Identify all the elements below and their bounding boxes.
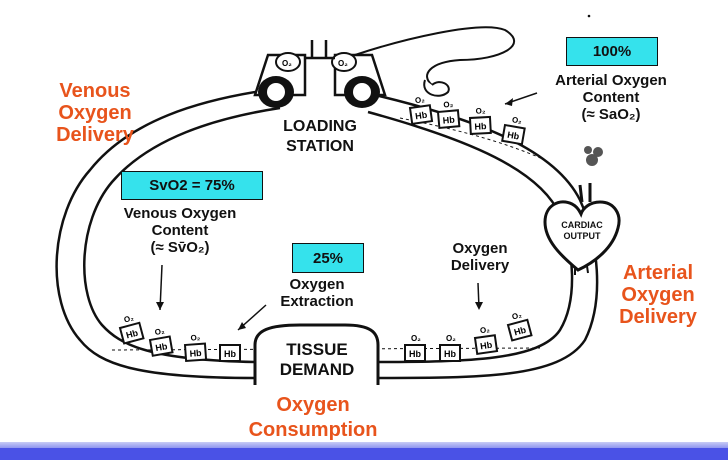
hb-cell-box [436,109,461,130]
o2-molecule-label: O₂ [511,115,523,126]
o2-molecule-label: O₂ [443,100,454,110]
hb-cell-label: Hb [442,115,455,126]
hb-cell-box [506,318,533,342]
hb-cell-label: Hb [224,349,236,359]
o2-molecule-label: O₂ [190,333,201,343]
oximeter-cable [354,26,516,86]
hb-cell-box [183,342,208,363]
arrow-extraction-head [238,322,246,330]
footer-bar [0,448,728,460]
hb-cell: Hb O₂ [473,325,499,355]
hb-cell: Hb [219,344,241,362]
arrow-venous-head [156,302,164,310]
extraction-value-box: 25% [292,243,364,273]
hb-cell-box [439,344,461,362]
hb-cell-label: Hb [444,349,456,359]
hb-cell-label: Hb [415,110,429,122]
hb-cell-box [219,344,241,362]
tank-label-right: O₂ [338,59,348,68]
hb-cell-label: Hb [125,328,140,341]
tank-pipe [305,40,335,60]
hb-cell: Hb O₂ [148,326,174,357]
hb-cell: Hb O₂ [183,333,208,363]
o2-molecule-label: O₂ [446,334,456,343]
o2-molecule-label: O₂ [479,325,490,335]
o2-molecule-label: O₂ [414,95,425,105]
hb-cell: Hb O₂ [468,106,492,136]
oxygen-tank-left [253,52,307,108]
hb-cell-label: Hb [513,325,528,338]
heart-drip-right [586,265,589,274]
o2-molecule-label: O₂ [154,326,166,337]
tank-label-left: O₂ [282,59,292,68]
hb-cell-box [408,104,434,125]
hb-cell-label: Hb [409,349,421,359]
oxygen-tank-right [331,52,387,108]
hb-cell-box [148,335,174,357]
cardiac-output-heart [543,200,621,272]
steam-puff-3 [584,146,592,154]
arrow-arterial-head [505,98,513,106]
arrow-delivery-head [475,302,483,310]
hb-cell-label: Hb [155,341,169,353]
track-dashes-bottom [111,347,541,351]
hb-cell-box [501,123,526,146]
dot-marker [587,14,591,18]
hb-cell: Hb O₂ [118,313,145,345]
svo2-value-box: SvO2 = 75% [121,171,263,200]
hb-cell: Hb O₂ [506,310,533,342]
footer-bar-light [0,442,728,448]
track-dashes-top [399,117,546,161]
o2-molecule-label: O₂ [123,313,135,324]
hb-cell: Hb O₂ [408,95,434,125]
hb-cell-label: Hb [507,130,521,142]
steam-puff-1 [586,154,598,166]
hb-cell-box [473,334,499,355]
o2-molecule-label: O₂ [475,106,486,116]
hb-cell-label: Hb [480,340,494,352]
o2-molecule-label: O₂ [511,310,523,321]
hb-cell-box [468,115,492,136]
heart-vessel [578,183,592,203]
hb-cell: Hb O₂ [404,334,426,362]
steam-puff-2 [593,147,603,157]
hb-cell: Hb O₂ [439,334,461,362]
oximeter-probe [423,79,450,97]
hb-cell: Hb O₂ [501,115,526,146]
hb-cell-box [404,344,426,362]
hb-cell-box [118,321,145,345]
tissue-demand-box [253,323,380,385]
sao2-value-box: 100% [566,37,658,66]
hb-cell-label: Hb [189,348,202,359]
hb-cell: Hb O₂ [436,100,461,130]
o2-molecule-label: O₂ [411,334,421,343]
hb-cell-label: Hb [474,121,487,132]
